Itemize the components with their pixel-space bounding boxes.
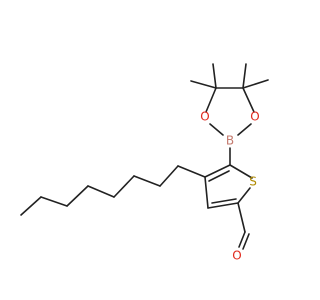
bond-c4-c3: [204, 176, 209, 209]
bond-c5-c4-inner: [208, 170, 230, 182]
bond-methyl-3: [242, 63, 247, 89]
bond-c5-s: [229, 164, 253, 179]
atom-oxygen-right: O: [250, 110, 259, 124]
bond-methyl-1: [190, 80, 217, 89]
bond-cho-o-double: [242, 233, 250, 250]
bond-octyl-6: [66, 185, 89, 207]
bond-c3-c2-inner: [211, 198, 237, 204]
bond-c2-s: [237, 187, 251, 204]
bond-b-o-left: [209, 123, 224, 136]
bond-methyl-4: [242, 79, 269, 89]
bond-c5-c4: [204, 164, 231, 178]
bond-octyl-5: [87, 185, 115, 198]
bond-octyl-7: [40, 196, 68, 207]
atom-oxygen-left: O: [200, 110, 209, 124]
structure-canvas: B O O S O: [20, 63, 269, 263]
bond-o-c-right: [242, 87, 255, 113]
bond-octyl-4: [113, 175, 135, 198]
bond-c3-c2: [207, 202, 239, 209]
atom-oxygen-aldehyde: O: [232, 249, 241, 263]
bond-c2-cho: [237, 202, 246, 233]
bond-b-o-right: [237, 123, 252, 136]
bond-octyl-1: [177, 165, 206, 178]
bond-cho-o: [238, 231, 246, 248]
bond-octyl-8: [20, 196, 42, 216]
bond-methyl-2: [212, 63, 217, 89]
atom-sulfur: S: [249, 175, 257, 189]
bond-octyl-2: [159, 165, 179, 187]
bond-octyl-3: [133, 175, 161, 187]
atom-boron: B: [226, 134, 234, 148]
molecule-diagram: B O O S O: [20, 63, 269, 263]
bond-o-c-left: [205, 87, 217, 113]
